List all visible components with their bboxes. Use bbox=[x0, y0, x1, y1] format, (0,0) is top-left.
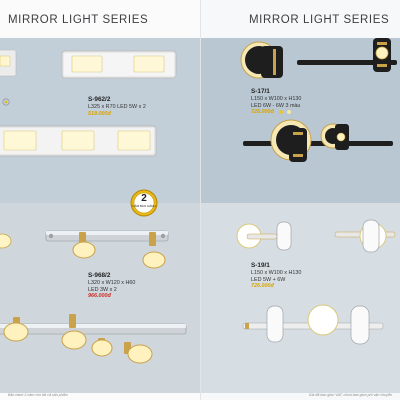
product-code: S-962/2 bbox=[88, 96, 111, 103]
right-page: MIRROR LIGHT SERIES bbox=[200, 0, 400, 400]
light-color-options bbox=[279, 109, 293, 116]
lamp-s968-partial bbox=[0, 233, 12, 249]
product-spec-s19: S-19/1 L150 x W100 x H130 LED 5W + 6W 72… bbox=[251, 262, 351, 290]
warranty-badge: 2 NĂM BẢO HÀNH bbox=[131, 188, 157, 218]
right-product-illustrations bbox=[236, 38, 397, 345]
warranty-years: 2 bbox=[141, 193, 147, 204]
product-power: LED 3W x 2 bbox=[88, 286, 117, 293]
product-price: 726.000đ bbox=[251, 109, 274, 116]
product-power: LED 6W - 6W 3 màu bbox=[251, 102, 301, 109]
product-price: 726.000đ bbox=[251, 283, 274, 290]
page-title: MIRROR LIGHT SERIES bbox=[8, 14, 149, 26]
product-dimensions: L325 x R70 LED 5W x 2 bbox=[88, 104, 146, 110]
product-price: 966.000đ bbox=[88, 293, 111, 300]
lamp-s17-2 bbox=[297, 38, 397, 72]
lamp-s962-2 bbox=[61, 50, 177, 79]
light-color-dot bbox=[4, 100, 8, 104]
lamp-s19-3 bbox=[242, 304, 384, 345]
lamp-s19-2 bbox=[334, 219, 396, 253]
product-code: S-17/1 bbox=[251, 88, 270, 95]
product-spec-s17: S-17/1 L150 x W100 x H130 LED 6W - 6W 3 … bbox=[251, 88, 351, 116]
warranty-caption: NĂM BẢO HÀNH bbox=[132, 204, 156, 208]
product-dimensions: L150 x W100 x H130 bbox=[251, 270, 302, 276]
product-dimensions: L150 x W100 x H130 bbox=[251, 96, 302, 102]
top-band bbox=[201, 38, 400, 203]
product-code: S-968/2 bbox=[88, 272, 111, 279]
product-spec-s962: S-962/2 L325 x R70 LED 5W x 2 519.000đ bbox=[88, 96, 188, 117]
lamp-s17-1 bbox=[240, 41, 283, 79]
lamp-s968-2 bbox=[45, 230, 169, 269]
product-code: S-19/1 bbox=[251, 262, 270, 269]
page-footer: Bảo hành 2 năm cho tất cả sản phẩm bbox=[8, 393, 68, 397]
lamp-s968-3 bbox=[0, 314, 187, 364]
page-title: MIRROR LIGHT SERIES bbox=[249, 14, 390, 26]
warm-light-dot bbox=[279, 109, 284, 114]
product-dimensions: L320 x W120 x H60 bbox=[88, 280, 136, 286]
neutral-light-dot bbox=[286, 109, 291, 114]
warranty-badge-icon bbox=[130, 189, 158, 217]
lamp-s19-1 bbox=[236, 221, 292, 251]
product-power: LED 5W + 6W bbox=[251, 276, 286, 283]
lamp-s962-partial bbox=[0, 49, 17, 77]
bulb-icon bbox=[2, 98, 10, 106]
left-product-illustrations bbox=[0, 49, 187, 364]
lamp-s17-3 bbox=[243, 119, 393, 162]
page-footer: Giá đã bao gồm VAT, chưa bao gồm phí vận… bbox=[308, 393, 392, 397]
product-price: 519.000đ bbox=[88, 110, 111, 117]
lamp-s962-3 bbox=[0, 125, 157, 157]
product-spec-s968: S-968/2 L320 x W120 x H60 LED 3W x 2 966… bbox=[88, 272, 188, 300]
left-page: MIRROR LIGHT SERIES bbox=[0, 14, 200, 397]
